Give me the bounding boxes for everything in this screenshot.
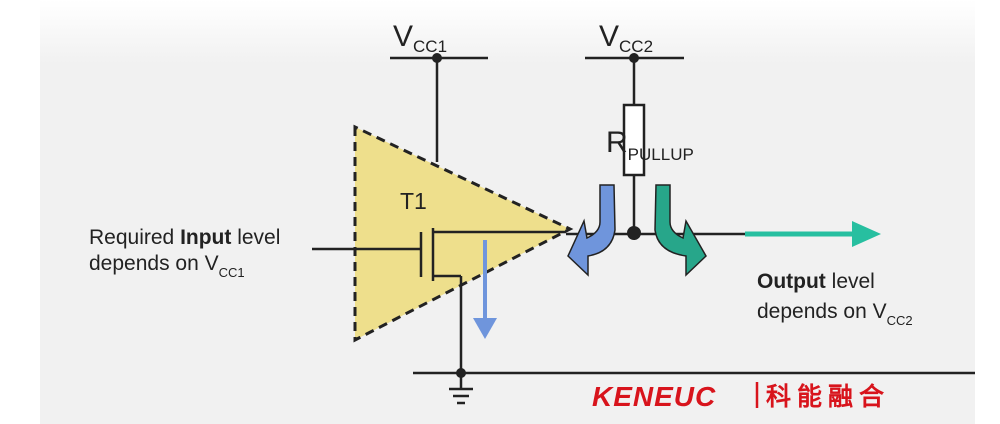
output-label-line1: Output level	[757, 270, 875, 293]
current-down-arrow-icon	[473, 240, 497, 339]
brand-wordmark: KENEUC	[592, 381, 716, 412]
input-label-line2: depends on VCC1	[89, 252, 245, 280]
output-label-line2: depends on VCC2	[757, 300, 913, 328]
pullup-resistor	[622, 103, 646, 177]
ground-node	[456, 368, 466, 378]
t1-label: T1	[400, 188, 427, 214]
brand-chinese: 科能融合	[766, 382, 890, 411]
vcc2-node	[629, 53, 639, 63]
green-curved-arrow-icon	[654, 184, 707, 277]
buffer-triangle	[353, 124, 574, 343]
ground-symbol-icon	[449, 387, 473, 405]
output-node	[627, 226, 641, 240]
pullup-label: RPULLUP	[606, 126, 694, 164]
vcc2-label: VCC2	[599, 20, 653, 56]
vcc1-label: VCC1	[393, 20, 447, 56]
output-arrow-icon	[745, 221, 881, 247]
input-label-line1: Required Input level	[89, 226, 280, 249]
vcc1-node	[432, 53, 442, 63]
transistor-t1	[312, 228, 566, 373]
blue-curved-arrow-icon	[567, 184, 616, 277]
